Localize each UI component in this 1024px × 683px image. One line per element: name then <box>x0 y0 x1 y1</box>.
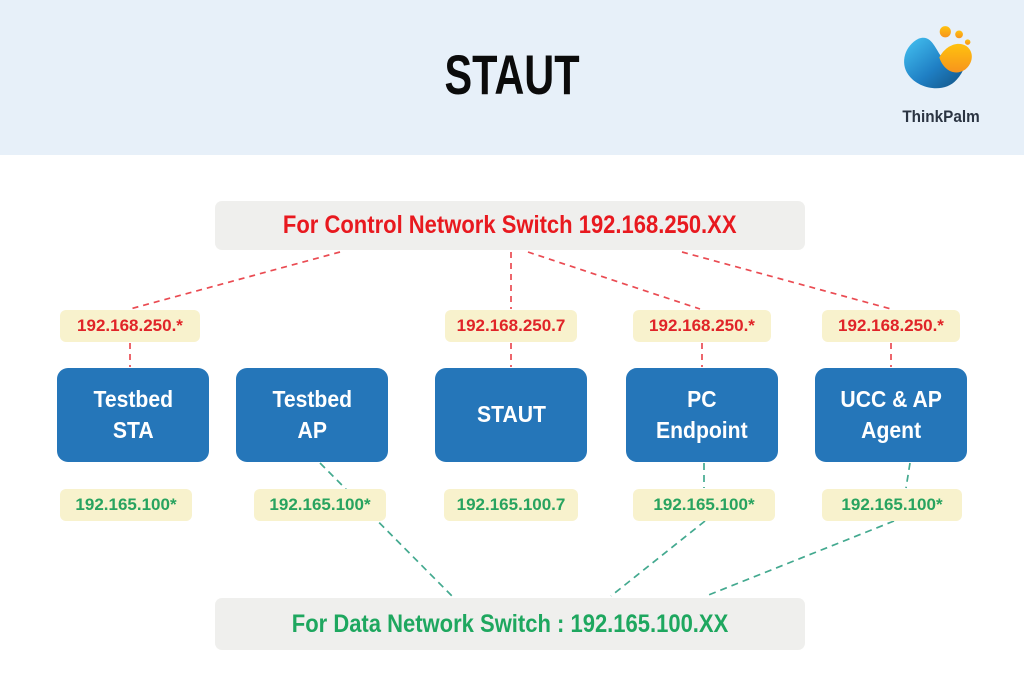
node-ucc-ap-agent: UCC & AP Agent <box>815 368 967 462</box>
control-network-banner-label: For Control Network Switch 192.168.250.X… <box>283 211 737 239</box>
data-network-banner-label: For Data Network Switch : 192.165.100.XX <box>291 610 729 638</box>
node-label: Testbed STA <box>93 385 173 443</box>
data-ip-staut: 192.165.100.7 <box>444 489 578 521</box>
control-ip-staut: 192.168.250.7 <box>445 310 577 342</box>
control-ip-pc-endpoint: 192.168.250.* <box>633 310 771 342</box>
node-label: STAUT <box>476 401 546 428</box>
control-network-banner: For Control Network Switch 192.168.250.X… <box>215 201 805 250</box>
data-ip-ucc-ap-agent: 192.165.100* <box>822 489 962 521</box>
page-title: STAUT <box>444 43 580 106</box>
data-ip-pc-endpoint: 192.165.100* <box>633 489 775 521</box>
control-ip-ucc-ap-agent: 192.168.250.* <box>822 310 960 342</box>
data-network-banner: For Data Network Switch : 192.165.100.XX <box>215 598 805 650</box>
thinkpalm-logo: ThinkPalm <box>886 22 996 127</box>
node-pc-endpoint: PC Endpoint <box>626 368 778 462</box>
data-ip-testbed-sta: 192.165.100* <box>60 489 192 521</box>
header-band: STAUT <box>0 0 1024 155</box>
node-staut: STAUT <box>435 368 587 462</box>
node-testbed-sta: Testbed STA <box>57 368 209 462</box>
node-label: Testbed AP <box>272 385 352 443</box>
node-label: UCC & AP Agent <box>840 385 942 443</box>
data-ip-testbed-ap: 192.165.100* <box>254 489 386 521</box>
node-label: PC Endpoint <box>656 385 748 443</box>
node-testbed-ap: Testbed AP <box>236 368 388 462</box>
thinkpalm-wordmark: ThinkPalm <box>902 107 980 126</box>
control-network-lines <box>129 251 892 367</box>
control-ip-testbed-sta: 192.168.250.* <box>60 310 200 342</box>
data-network-lines <box>319 462 911 597</box>
thinkpalm-logo-icon <box>904 26 972 89</box>
